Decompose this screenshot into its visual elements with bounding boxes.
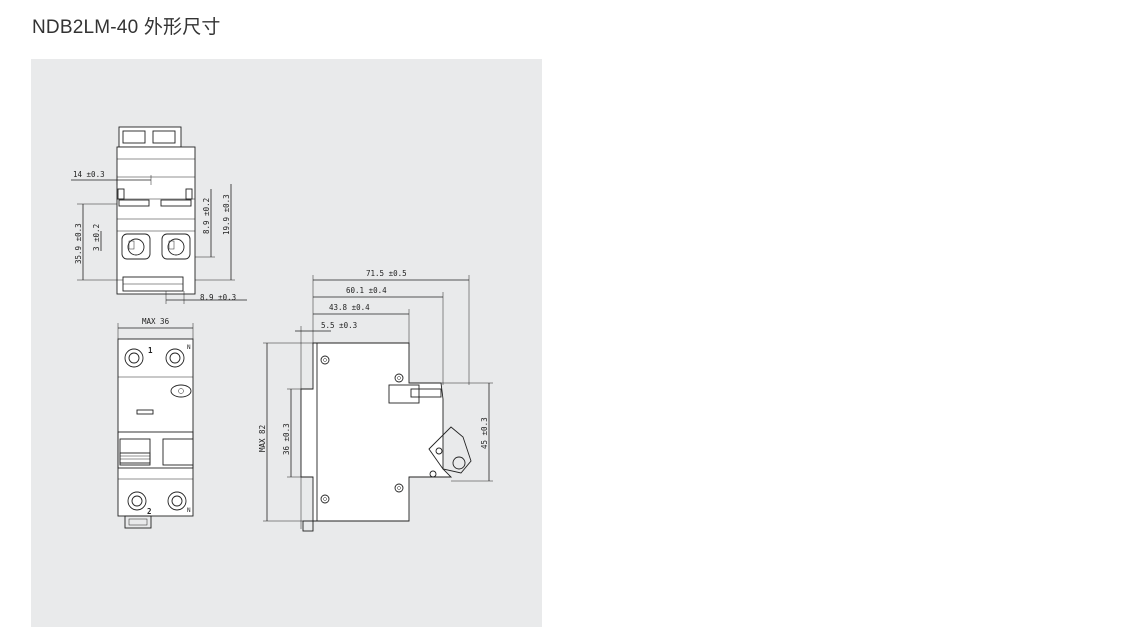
side-handle <box>428 426 472 474</box>
dim-71-5: 71.5 ±0.5 <box>366 269 407 278</box>
dim-max-82: MAX 82 <box>258 425 267 452</box>
top-view: 14 ±0.3 35.9 ±0.3 3 ±0.2 8.9 ±0.2 19.9 ±… <box>71 126 247 304</box>
dim-8-9-vertical: 8.9 ±0.2 <box>202 198 211 234</box>
dimension-drawing-panel: 14 ±0.3 35.9 ±0.3 3 ±0.2 8.9 ±0.2 19.9 ±… <box>31 59 542 627</box>
top-terminal-left <box>124 348 144 368</box>
side-screw-4 <box>320 494 330 504</box>
dim-45: 45 ±0.3 <box>480 417 489 449</box>
terminal-label-n-bottom: N <box>187 507 191 514</box>
dim-43-8: 43.8 ±0.4 <box>329 303 370 312</box>
front-view-body <box>117 338 194 517</box>
dim-19-9: 19.9 ±0.3 <box>222 194 231 235</box>
dim-35-9: 35.9 ±0.3 <box>74 223 83 264</box>
dim-5-5: 5.5 ±0.3 <box>321 321 357 330</box>
side-view: 71.5 ±0.5 60.1 ±0.4 43.8 ±0.4 5.5 ±0.3 M… <box>258 269 493 532</box>
terminal-label-2: 2 <box>147 507 152 516</box>
top-terminal-right <box>165 348 185 368</box>
test-button-icon <box>170 384 192 398</box>
terminal-label-1: 1 <box>148 346 153 355</box>
handle-right <box>162 438 194 466</box>
side-screw-1 <box>320 355 330 365</box>
side-screw-3 <box>394 483 404 493</box>
dim-60-1: 60.1 ±0.4 <box>346 286 387 295</box>
top-view-cap <box>118 126 182 148</box>
bottom-terminal-left <box>127 491 147 511</box>
page-title: NDB2LM-40 外形尺寸 <box>32 17 221 38</box>
dim-14: 14 ±0.3 <box>73 170 105 179</box>
top-view-body <box>116 146 196 295</box>
dimension-drawing: 14 ±0.3 35.9 ±0.3 3 ±0.2 8.9 ±0.2 19.9 ±… <box>71 126 493 532</box>
dim-8-9-horizontal: 8.9 ±0.3 <box>200 293 236 302</box>
dim-36: 36 ±0.3 <box>282 423 291 455</box>
terminal-label-n-top: N <box>187 344 191 351</box>
bottom-terminal-right <box>167 491 187 511</box>
side-view-body <box>300 342 453 522</box>
side-screw-2 <box>394 373 404 383</box>
front-view: MAX 36 1 N 2 N <box>117 317 194 529</box>
dim-max-36: MAX 36 <box>142 317 170 326</box>
dim-3: 3 ±0.2 <box>92 224 101 251</box>
handle-left <box>119 438 151 466</box>
